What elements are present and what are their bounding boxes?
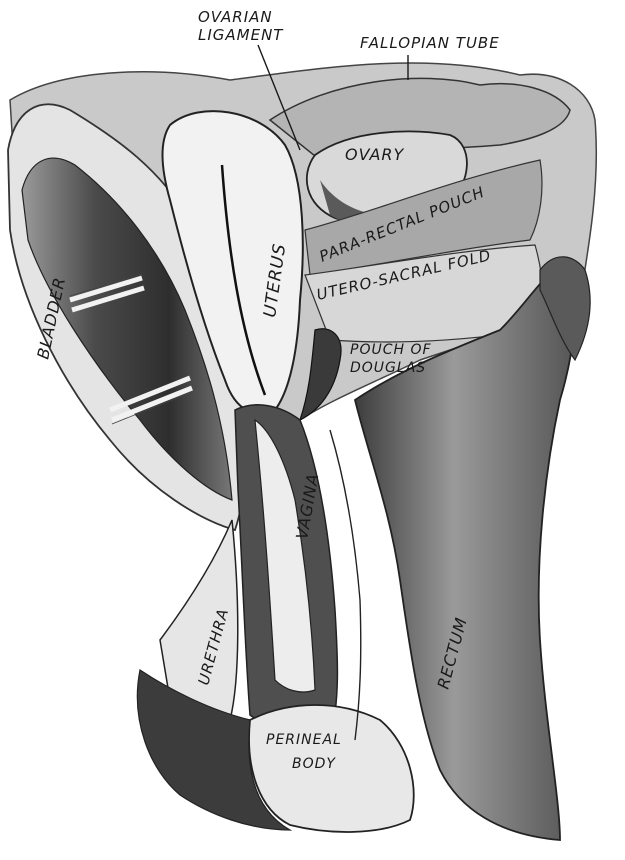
label-perineal-body-line2: BODY: [292, 756, 336, 772]
label-ovarian-ligament-line2: LIGAMENT: [198, 26, 284, 44]
label-ovary: OVARY: [345, 145, 405, 164]
label-perineal-body-line1: PERINEAL: [266, 732, 342, 748]
label-fallopian-tube: FALLOPIAN TUBE: [360, 34, 500, 52]
label-ovarian-ligament-line1: OVARIAN: [198, 8, 273, 26]
label-pouch-of-douglas-line2: DOUGLAS: [350, 360, 426, 376]
label-pouch-of-douglas-line1: POUCH OF: [350, 342, 432, 358]
